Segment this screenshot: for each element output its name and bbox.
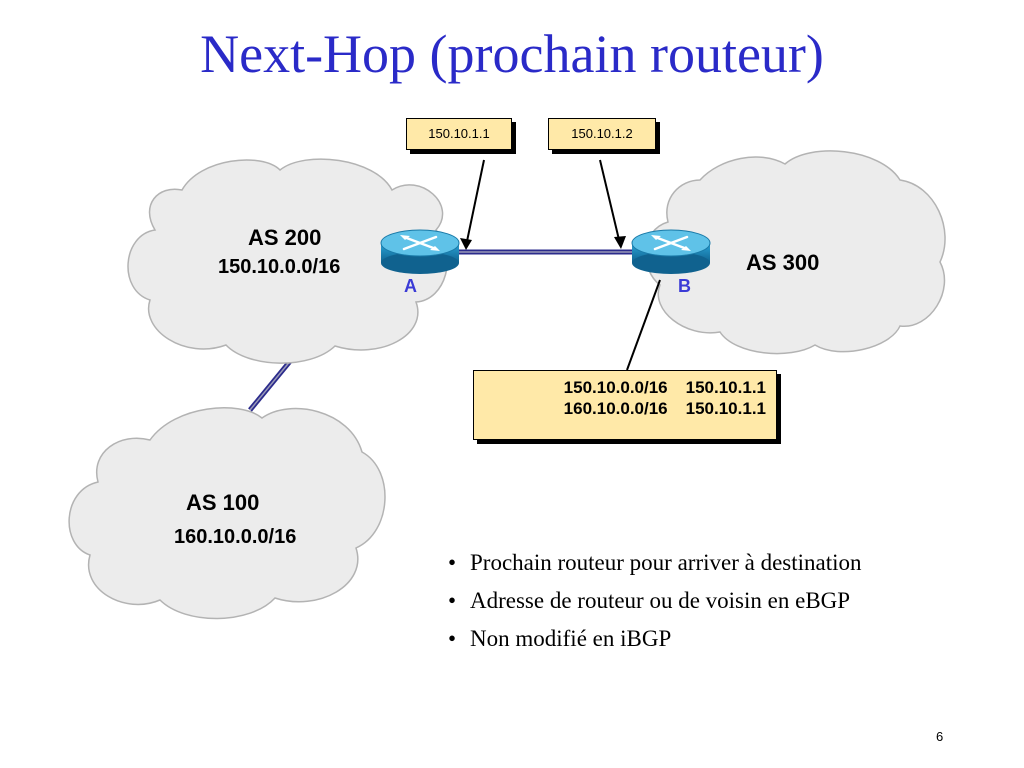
pointer-a-interface	[465, 159, 485, 247]
route-next-hop: 150.10.1.1	[685, 378, 766, 397]
as200-name: AS 200	[248, 225, 322, 250]
routing-table-b: 150.10.0.0/16 150.10.1.1 160.10.0.0/16 1…	[473, 370, 777, 440]
route-network: 160.10.0.0/16	[563, 399, 668, 418]
page-number: 6	[936, 729, 944, 744]
interface-a-address: 150.10.1.1	[406, 118, 512, 150]
pointer-b-interface	[599, 159, 621, 245]
as300-name: AS 300	[746, 250, 820, 275]
pointer-b-table	[626, 279, 661, 371]
router-b-label: B	[678, 276, 691, 296]
bullet-item: Adresse de routeur ou de voisin en eBGP	[446, 586, 1006, 616]
interface-b-address: 150.10.1.2	[548, 118, 656, 150]
routing-table-row: 150.10.0.0/16 150.10.1.1	[484, 377, 766, 398]
router-b-icon	[631, 229, 711, 274]
route-next-hop: 150.10.1.1	[685, 399, 766, 418]
as100-network: 160.10.0.0/16	[174, 526, 297, 548]
router-a-icon	[380, 229, 460, 274]
cloud-as100	[68, 407, 386, 620]
route-network: 150.10.0.0/16	[563, 378, 668, 397]
bullet-item: Prochain routeur pour arriver à destinat…	[446, 548, 870, 578]
bullet-list: Prochain routeur pour arriver à destinat…	[446, 548, 1006, 662]
bullet-item: Non modifié en iBGP	[446, 624, 1006, 654]
as200-network: 150.10.0.0/16	[218, 256, 341, 278]
routing-table-row: 160.10.0.0/16 150.10.1.1	[484, 398, 766, 419]
slide-title: Next-Hop (prochain routeur)	[200, 24, 824, 84]
router-a-label: A	[404, 276, 417, 296]
as100-name: AS 100	[186, 490, 260, 515]
cloud-as200	[127, 158, 449, 364]
